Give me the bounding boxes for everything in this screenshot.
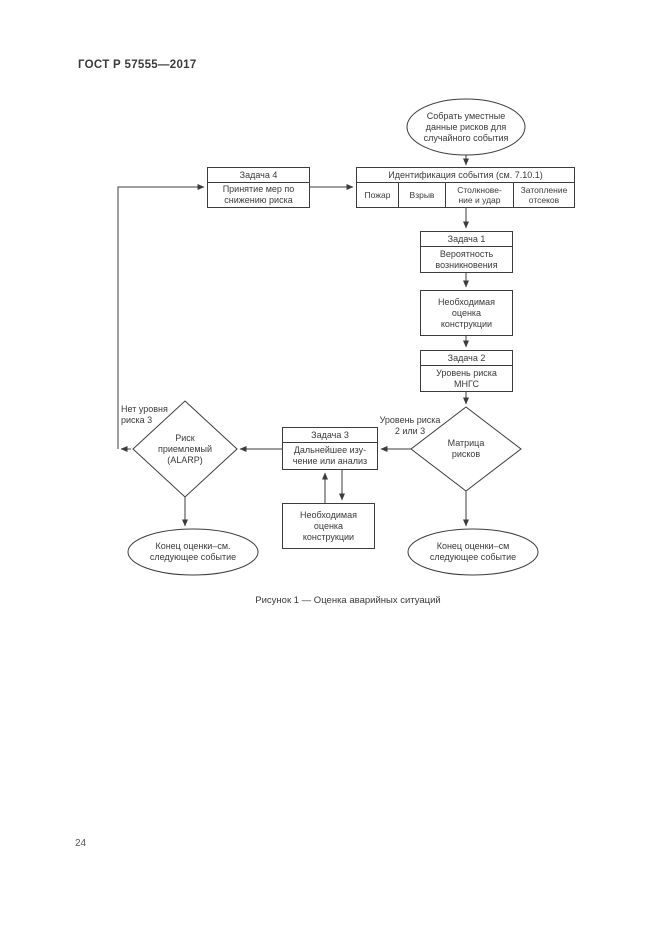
task2-title: Задача 2 [421,351,512,366]
figure-caption: Рисунок 1 — Оценка аварийных ситуаций [255,595,441,606]
task3-body: Дальнейшее изу- чение или анализ [292,445,368,466]
identification-cell-flooding: Затопление отсеков [520,185,568,205]
task1-title: Задача 1 [421,232,512,247]
task4-body: Принятие мер по снижению риска [222,184,295,205]
branch-label-no-level3: Нет уровня риска 3 [121,404,168,425]
task1-box: Задача 1 Вероятность возникновения [420,231,513,273]
task3-title: Задача 3 [283,428,377,443]
task3-box: Задача 3 Дальнейшее изу- чение или анали… [282,427,378,470]
identification-cell-fire: Пожар [357,183,399,207]
end-right-oval-label: Конец оценки–см следующее событие [429,541,517,562]
alarp-label: Риск приемлемый (ALARP) [157,433,213,465]
task2-body: Уровень риска МНГС [436,367,497,389]
task4-title: Задача 4 [208,168,309,183]
identification-box: Идентификация события (см. 7.10.1) Пожар… [356,167,575,208]
assessment-upper-body: Необходимая оценка конструкции [438,296,495,329]
identification-cell-explosion: Взрыв [399,183,446,207]
assessment-lower-body: Необходимая оценка конструкции [300,509,357,542]
identification-cells: Пожар Взрыв Столкнове- ние и удар Затопл… [357,183,574,207]
assessment-lower-box: Необходимая оценка конструкции [282,503,375,549]
standard-number: ГОСТ Р 57555—2017 [78,59,197,71]
end-left-oval-shape [127,528,259,576]
task1-body: Вероятность возникновения [435,248,498,270]
task2-box: Задача 2 Уровень риска МНГС [420,350,513,392]
risk-matrix-label: Матрица рисков [447,438,485,459]
assessment-upper-box: Необходимая оценка конструкции [420,290,513,336]
identification-cell-collision: Столкнове- ние и удар [446,183,514,207]
identification-title: Идентификация события (см. 7.10.1) [357,168,574,183]
task4-box: Задача 4 Принятие мер по снижению риска [207,167,310,208]
page-number: 24 [75,838,87,849]
branch-label-level-2-3: Уровень риска 2 или 3 [379,415,441,436]
end-left-oval-label: Конец оценки–см. следующее событие [149,541,237,562]
end-right-oval-shape [407,528,539,576]
start-oval-label: Собрать уместные данные рисков для случа… [423,110,509,143]
connector-loop-to-task4 [117,184,205,449]
